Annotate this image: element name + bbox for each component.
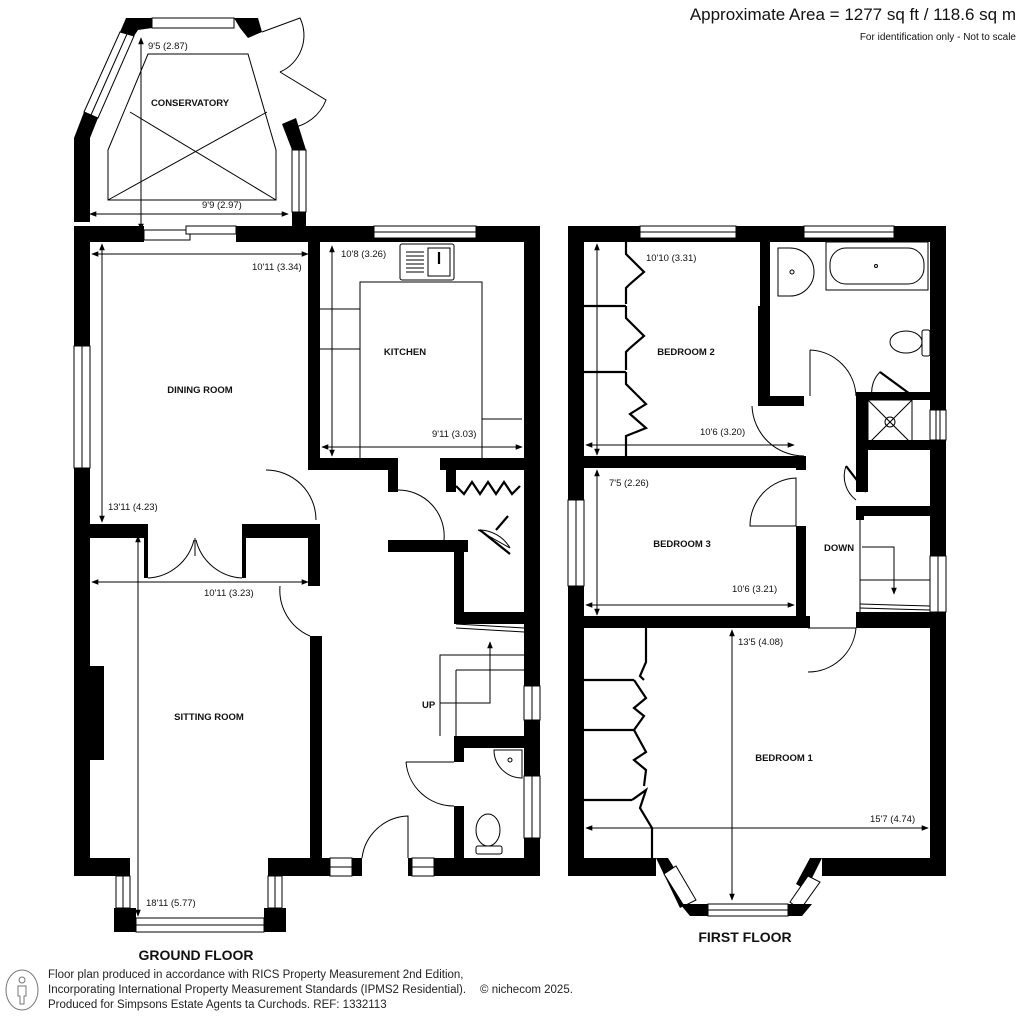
bath-icon: [829, 247, 925, 285]
first-floor-label: FIRST FLOOR: [698, 929, 791, 945]
room-label-conservatory: CONSERVATORY: [151, 98, 230, 109]
dim-sitting-length: 18'11 (5.77): [146, 898, 196, 909]
footer: Floor plan produced in accordance with R…: [4, 968, 573, 1013]
footer-line-3: Produced for Simpsons Estate Agents ta C…: [48, 999, 387, 1011]
approximate-area-title: Approximate Area = 1277 sq ft / 118.6 sq…: [689, 5, 1016, 24]
toilet-icon: [889, 330, 923, 354]
footer-line-2: Incorporating International Property Mea…: [48, 984, 467, 996]
ground-walls: [73, 225, 541, 933]
shower-icon: [867, 399, 913, 445]
person-outline-icon: [5, 969, 39, 1011]
stairs-down-label: DOWN: [824, 543, 854, 554]
basin-icon: [777, 247, 815, 297]
scale-disclaimer: For identification only - Not to scale: [859, 32, 1016, 43]
wc-fittings: [475, 749, 523, 855]
dim-conservatory-width: 9'9 (2.97): [202, 200, 242, 211]
dim-bedroom2-length: 10'10 (3.31): [646, 253, 696, 264]
dim-sitting-width: 10'11 (3.23): [204, 588, 254, 599]
dim-kitchen-width: 9'11 (3.03): [432, 429, 476, 440]
dim-bedroom2-width: 10'6 (3.20): [700, 427, 745, 438]
dim-bedroom1-width: 15'7 (4.74): [870, 814, 915, 825]
stairs-down: [859, 516, 931, 612]
wardrobes: [584, 242, 654, 858]
dim-bedroom3-width: 10'6 (3.21): [732, 584, 777, 595]
room-label-bedroom-2: BEDROOM 2: [657, 347, 715, 358]
stairs-up-label: UP: [422, 700, 436, 711]
room-label-bedroom-3: BEDROOM 3: [653, 539, 711, 550]
dim-dining-length: 13'11 (4.23): [108, 502, 158, 513]
area-header: Approximate Area = 1277 sq ft / 118.6 sq…: [690, 4, 1016, 43]
room-label-kitchen: KITCHEN: [384, 347, 426, 358]
room-label-dining-room: DINING ROOM: [167, 385, 233, 396]
copyright-text: © nichecom 2025.: [480, 984, 573, 996]
conservatory-walls: [74, 17, 327, 232]
dim-kitchen-length: 10'8 (3.26): [341, 249, 386, 260]
footer-line-1: Floor plan produced in accordance with R…: [48, 969, 464, 981]
toilet-icon: [475, 813, 501, 847]
dim-conservatory-length: 9'5 (2.87): [148, 41, 188, 52]
ground-floor-plan: CONSERVATORY 9'5 (2.87) 9'9 (2.97): [73, 17, 541, 963]
dim-dining-width: 10'11 (3.34): [252, 262, 302, 273]
room-label-sitting-room: SITTING ROOM: [174, 712, 244, 723]
stairs-up: [439, 623, 525, 736]
first-doors: [749, 349, 867, 673]
ground-floor-label: GROUND FLOOR: [138, 947, 253, 963]
dim-bedroom1-length: 13'5 (4.08): [738, 637, 783, 648]
kitchen-fittings: [320, 243, 522, 458]
room-label-bedroom-1: BEDROOM 1: [755, 753, 813, 764]
drainer-icon: [406, 251, 424, 273]
bathroom-fittings: [777, 241, 931, 445]
ground-doors: [147, 469, 511, 859]
first-walls: [567, 225, 947, 917]
first-floor-plan: DOWN BEDROOM 2 10'10 (3.31) 10'6 (3.20) …: [567, 225, 947, 945]
dim-bedroom3-length: 7'5 (2.26): [609, 478, 649, 489]
